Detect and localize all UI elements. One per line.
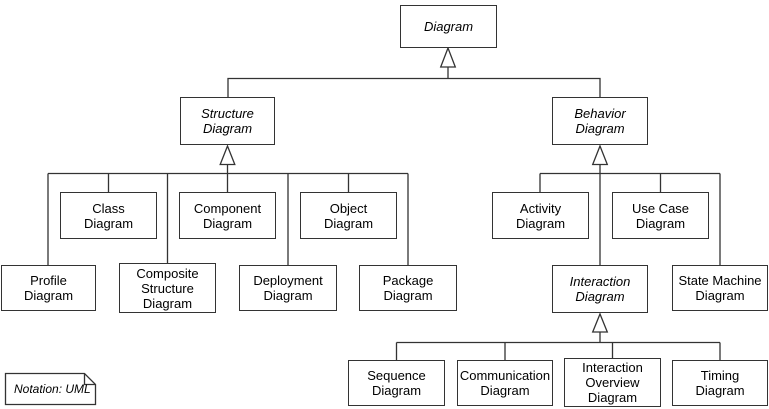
generalization-arrow-icon	[591, 312, 609, 333]
note-fold-icon	[83, 373, 96, 386]
node-interaction-overview-diagram: Interaction Overview Diagram	[564, 358, 661, 407]
generalization-to-diagram	[227, 46, 601, 97]
node-activity-diagram: Activity Diagram	[492, 192, 589, 239]
node-profile-diagram: Profile Diagram	[1, 265, 96, 311]
node-deployment-diagram: Deployment Diagram	[239, 265, 337, 311]
node-class-diagram: Class Diagram	[60, 192, 157, 239]
generalization-arrow-icon	[439, 46, 457, 68]
generalization-to-behavior-diagram	[539, 144, 721, 265]
notation-note: Notation: UML	[14, 382, 91, 396]
node-behavior-diagram: Behavior Diagram	[552, 97, 648, 145]
node-package-diagram: Package Diagram	[359, 265, 457, 311]
generalization-arrow-icon	[219, 144, 236, 166]
node-interaction-diagram: Interaction Diagram	[552, 265, 648, 313]
node-object-diagram: Object Diagram	[300, 192, 397, 239]
node-diagram: Diagram	[400, 5, 497, 48]
note-shape	[4, 372, 97, 406]
generalization-arrow-icon	[591, 144, 609, 166]
node-component-diagram: Component Diagram	[179, 192, 276, 239]
node-timing-diagram: Timing Diagram	[672, 360, 768, 406]
generalization-to-structure-diagram	[47, 144, 409, 265]
note-outline	[4, 372, 97, 406]
node-communication-diagram: Communication Diagram	[457, 360, 553, 406]
node-composite-structure-diagram: Composite Structure Diagram	[119, 263, 216, 313]
generalization-to-interaction-diagram	[395, 312, 721, 360]
node-structure-diagram: Structure Diagram	[180, 97, 275, 145]
node-sequence-diagram: Sequence Diagram	[348, 360, 445, 406]
node-use-case-diagram: Use Case Diagram	[612, 192, 709, 239]
node-state-machine-diagram: State Machine Diagram	[672, 265, 768, 311]
